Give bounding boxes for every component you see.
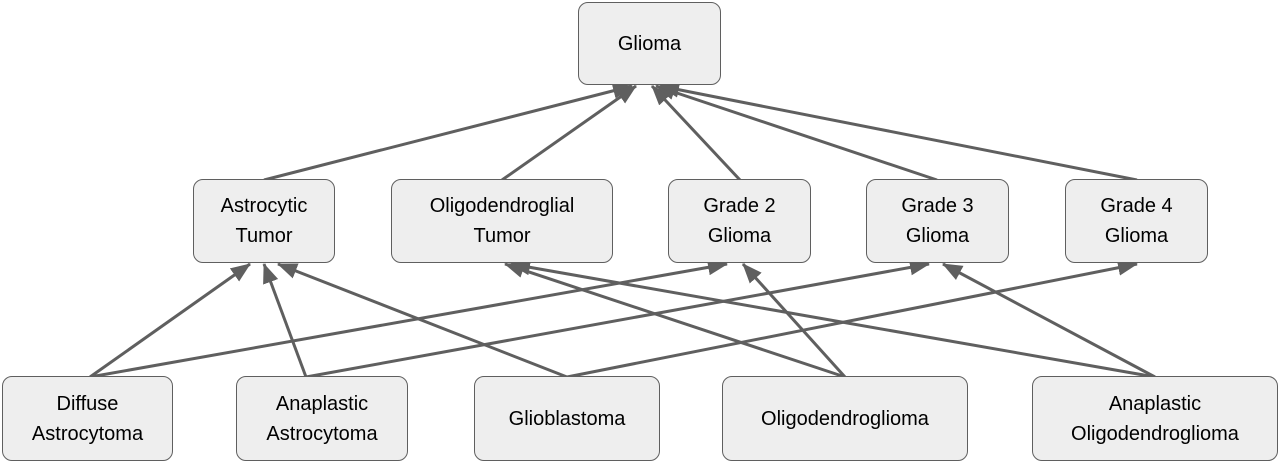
edge-oligoma-to-g2 [741, 262, 847, 379]
node-oligodendroglial-tumor-line2: Tumor [473, 225, 531, 247]
node-anaplastic-astrocytoma: Anaplastic Astrocytoma [236, 376, 408, 461]
node-anaplastic-oligodendroglioma-line1: Anaplastic [1108, 392, 1202, 415]
node-anaplastic-astrocytoma-line2: Astrocytoma [266, 422, 378, 445]
node-oligodendroglial-tumor-line1: Oligodendroglial [429, 195, 575, 217]
node-grade-4-glioma: Grade 4 Glioma [1065, 179, 1208, 263]
node-oligodendroglial-tumor: Oligodendroglial Tumor [391, 179, 613, 263]
node-grade-3-glioma-line1: Grade 3 [901, 195, 974, 217]
edge-g3-to-glioma [655, 84, 938, 182]
edge-astro-to-glioma [263, 82, 633, 182]
node-grade-2-glioma-line1: Grade 2 [703, 195, 776, 217]
edge-anaastro-to-g3 [305, 259, 930, 379]
edge-anaoligo-to-g3 [942, 262, 1156, 379]
edge-gbm-to-g4 [566, 259, 1138, 379]
node-oligodendroglioma: Oligodendroglioma [722, 376, 968, 461]
edge-anaoligo-to-oligo [510, 259, 1156, 379]
node-grade-2-glioma-line2: Glioma [707, 225, 772, 247]
node-glioblastoma: Glioblastoma [474, 376, 660, 461]
node-grade-4-glioma-line2: Glioma [1104, 225, 1169, 247]
node-anaplastic-oligodendroglioma: Anaplastic Oligodendroglioma [1032, 376, 1278, 461]
node-diffuse-astrocytoma: Diffuse Astrocytoma [2, 376, 173, 461]
edge-oligoma-to-oligo [504, 262, 846, 379]
node-glioblastoma-line1: Glioblastoma [508, 407, 626, 430]
node-diffuse-astrocytoma-line1: Diffuse [56, 392, 119, 415]
edge-g2-to-glioma [650, 84, 742, 182]
node-anaplastic-oligodendroglioma-line2: Oligodendroglioma [1071, 422, 1239, 445]
node-oligodendroglioma-line1: Oligodendroglioma [761, 407, 929, 430]
node-astrocytic-tumor-line1: Astrocytic [220, 195, 308, 217]
edge-oligo-to-glioma [501, 84, 637, 182]
node-astrocytic-tumor-line2: Tumor [235, 225, 293, 247]
node-astrocytic-tumor: Astrocytic Tumor [193, 179, 335, 263]
node-glioma-line1: Glioma [617, 32, 682, 55]
edge-gbm-to-astro [277, 262, 568, 379]
node-glioma: Glioma [578, 2, 721, 85]
edge-diffuse-to-astro [89, 262, 251, 379]
edge-diffuse-to-g2 [89, 259, 728, 379]
node-anaplastic-astrocytoma-line1: Anaplastic [275, 392, 369, 415]
edge-anaastro-to-astro [262, 263, 308, 378]
node-grade-3-glioma: Grade 3 Glioma [866, 179, 1009, 263]
node-grade-2-glioma: Grade 2 Glioma [668, 179, 811, 263]
node-diffuse-astrocytoma-line2: Astrocytoma [31, 422, 144, 445]
node-grade-3-glioma-line2: Glioma [905, 225, 970, 247]
edge-g4-to-glioma [659, 81, 1138, 182]
node-grade-4-glioma-line1: Grade 4 [1100, 195, 1173, 217]
